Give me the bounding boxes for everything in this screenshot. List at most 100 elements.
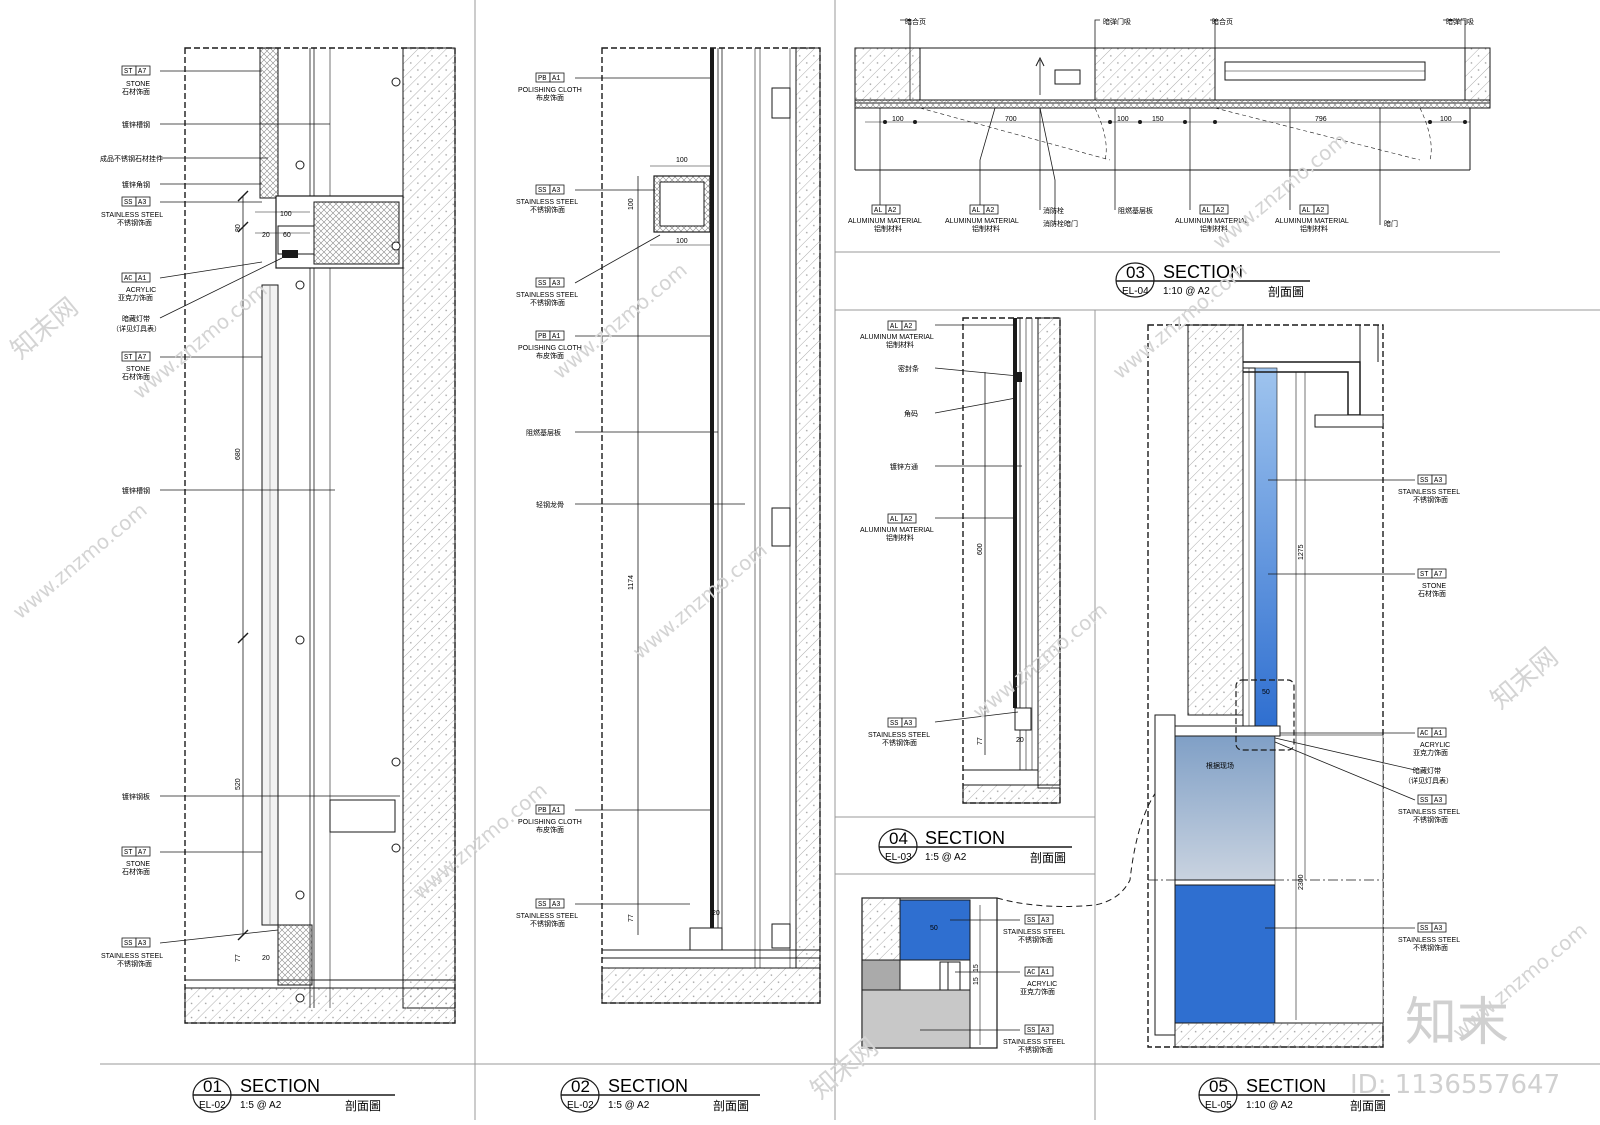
dim-s02-1174: 1174 <box>628 575 635 590</box>
svg-text:SS: SS <box>1420 925 1428 933</box>
tag-stainless-steel-6: SS A3 STAINLESS STEEL 不锈钢饰面 <box>868 717 930 747</box>
section-05-number: 05 <box>1209 1077 1228 1096</box>
section-01-title: SECTION <box>240 1076 320 1096</box>
tag-stone-3: ST A7 STONE 石材饰面 <box>121 846 151 876</box>
svg-text:PB: PB <box>538 333 546 341</box>
svg-text:ACRYLIC: ACRYLIC <box>1420 742 1450 749</box>
svg-text:铝制材料: 铝制材料 <box>886 533 914 542</box>
svg-text:A1: A1 <box>552 75 560 83</box>
tag-stone-4: ST A7 STONE 石材饰面 <box>1417 568 1447 598</box>
svg-text:亚克力饰面: 亚克力饰面 <box>118 293 153 302</box>
dim-s01-520: 520 <box>235 778 242 790</box>
svg-text:布皮饰面: 布皮饰面 <box>536 825 564 834</box>
svg-text:A3: A3 <box>1041 1027 1049 1035</box>
svg-text:ST: ST <box>124 354 132 362</box>
note-s03-door-stopper-2: 暗弹门吸 <box>1446 17 1474 26</box>
svg-text:AC: AC <box>124 275 132 283</box>
dim-s05-50b: 50 <box>930 925 938 932</box>
svg-text:石材饰面: 石材饰面 <box>122 867 150 876</box>
note-s01-angle-steel: 镀锌角钢 <box>122 180 150 189</box>
tag-acrylic-2: AC A1 ACRYLIC 亚克力饰面 <box>1020 966 1057 996</box>
svg-text:SS: SS <box>1027 1027 1035 1035</box>
svg-text:A2: A2 <box>904 516 912 524</box>
svg-text:ST: ST <box>1420 571 1428 579</box>
svg-text:A3: A3 <box>1041 917 1049 925</box>
note-s04-galvanized-tube: 镀锌方通 <box>890 462 918 471</box>
tag-polishing-cloth-3: PB A1 POLISHING CLOTH 布皮饰面 <box>518 804 582 834</box>
svg-text:SS: SS <box>124 199 132 207</box>
title-section-05: 05 EL-05 SECTION 1:10 @ A2 剖面圖 <box>1198 1076 1390 1113</box>
note-s05-hidden-light: 暗藏灯带 <box>1413 766 1441 775</box>
svg-text:不锈钢饰面: 不锈钢饰面 <box>530 298 565 307</box>
svg-text:ALUMINUM MATERIAL: ALUMINUM MATERIAL <box>860 334 934 341</box>
svg-text:A3: A3 <box>1434 797 1442 805</box>
svg-text:ALUMINUM MATERIAL: ALUMINUM MATERIAL <box>945 218 1019 225</box>
svg-text:铝制材料: 铝制材料 <box>874 224 902 233</box>
svg-text:铝制材料: 铝制材料 <box>972 224 1000 233</box>
tag-stainless-steel-8: SS A3 STAINLESS STEEL 不锈钢饰面 <box>1003 1024 1065 1054</box>
section-02-drawing: 100 100 100 1174 77 20 <box>574 47 821 1004</box>
dim-s01-77: 77 <box>235 954 242 962</box>
svg-text:STONE: STONE <box>126 81 150 88</box>
svg-text:A3: A3 <box>138 199 146 207</box>
section-04-cn-title: 剖面圖 <box>1030 851 1066 865</box>
dim-s03-796: 796 <box>1315 116 1327 123</box>
svg-text:AL: AL <box>972 207 980 215</box>
section-05-detail: 50 15 15 <box>861 769 1181 1049</box>
tag-aluminum-5: AL A2 ALUMINUM MATERIAL 铝制材料 <box>860 320 934 349</box>
svg-text:铝制材料: 铝制材料 <box>886 340 914 349</box>
watermark-brand-1: 知末网 <box>5 292 84 365</box>
svg-text:STAINLESS STEEL: STAINLESS STEEL <box>1398 809 1460 816</box>
svg-text:STAINLESS STEEL: STAINLESS STEEL <box>1003 1039 1065 1046</box>
svg-text:不锈钢饰面: 不锈钢饰面 <box>882 738 917 747</box>
svg-text:A2: A2 <box>1216 207 1224 215</box>
tag-stainless-steel-2: SS A3 STAINLESS STEEL 不锈钢饰面 <box>101 937 163 968</box>
svg-text:STAINLESS STEEL: STAINLESS STEEL <box>516 292 578 299</box>
tag-aluminum-3: AL A2 ALUMINUM MATERIAL 铝制材料 <box>1175 204 1249 233</box>
svg-text:AC: AC <box>1027 969 1035 977</box>
dim-s05-1275: 1275 <box>1298 544 1305 560</box>
svg-text:STONE: STONE <box>126 861 150 868</box>
section-03-drawing: 100 700 100 150 796 100 <box>854 19 1491 225</box>
dim-s01-680: 680 <box>235 448 242 460</box>
section-03-labels: 暗合页 暗弹门吸 暗合页 暗弹门吸 AL A2 ALUMINUM MATERIA… <box>848 17 1474 233</box>
tag-stainless-steel-11: SS A3 STAINLESS STEEL 不锈钢饰面 <box>1398 922 1460 952</box>
dim-s05-15b: 15 <box>973 964 980 972</box>
svg-text:布皮饰面: 布皮饰面 <box>536 351 564 360</box>
svg-text:亚克力饰面: 亚克力饰面 <box>1413 748 1448 757</box>
title-section-02: 02 EL-02 SECTION 1:5 @ A2 剖面圖 <box>560 1076 760 1113</box>
svg-text:不锈钢饰面: 不锈钢饰面 <box>1413 943 1448 952</box>
section-01-ref: EL-02 <box>199 1100 226 1111</box>
tag-stone-1: ST A7 STONE 石材饰面 <box>121 65 151 96</box>
note-s01-stone-bracket: 成品不锈钢石材挂件 <box>100 154 163 163</box>
svg-text:A7: A7 <box>138 68 146 76</box>
panel-dividers <box>100 0 1600 1120</box>
svg-text:不锈钢饰面: 不锈钢饰面 <box>1018 935 1053 944</box>
image-id-text: ID: 1136557647 <box>1350 1070 1560 1100</box>
section-02-labels: PB A1 POLISHING CLOTH 布皮饰面 SS A3 STAINLE… <box>516 72 582 928</box>
note-s02-light-steel-keel: 轻钢龙骨 <box>536 500 564 509</box>
svg-text:STAINLESS STEEL: STAINLESS STEEL <box>101 953 163 960</box>
dim-s01-80: 80 <box>235 224 242 232</box>
dim-s01-100: 100 <box>280 211 292 218</box>
dim-s02-100b: 100 <box>628 198 635 210</box>
tag-polishing-cloth-2: PB A1 POLISHING CLOTH 布皮饰面 <box>518 330 582 360</box>
section-01-number: 01 <box>203 1077 222 1096</box>
svg-text:不锈钢饰面: 不锈钢饰面 <box>1413 815 1448 824</box>
svg-text:SS: SS <box>538 187 546 195</box>
watermark-site-1: www.znzmo.com <box>8 498 152 624</box>
note-s03-fire-board: 阻燃基层板 <box>1118 206 1153 215</box>
note-s01-light-schedule: （详见灯具表） <box>112 324 161 333</box>
svg-text:PB: PB <box>538 807 546 815</box>
svg-text:A2: A2 <box>904 323 912 331</box>
svg-text:ACRYLIC: ACRYLIC <box>1027 981 1057 988</box>
tag-aluminum-6: AL A2 ALUMINUM MATERIAL 铝制材料 <box>860 513 934 542</box>
dim-s03-100c: 100 <box>1440 116 1452 123</box>
section-04-scale: 1:5 @ A2 <box>925 852 967 863</box>
section-02-ref: EL-02 <box>567 1100 594 1111</box>
section-02-title: SECTION <box>608 1076 688 1096</box>
tag-stainless-steel-7: SS A3 STAINLESS STEEL 不锈钢饰面 <box>1003 914 1065 944</box>
svg-text:PB: PB <box>538 75 546 83</box>
svg-text:STAINLESS STEEL: STAINLESS STEEL <box>516 199 578 206</box>
